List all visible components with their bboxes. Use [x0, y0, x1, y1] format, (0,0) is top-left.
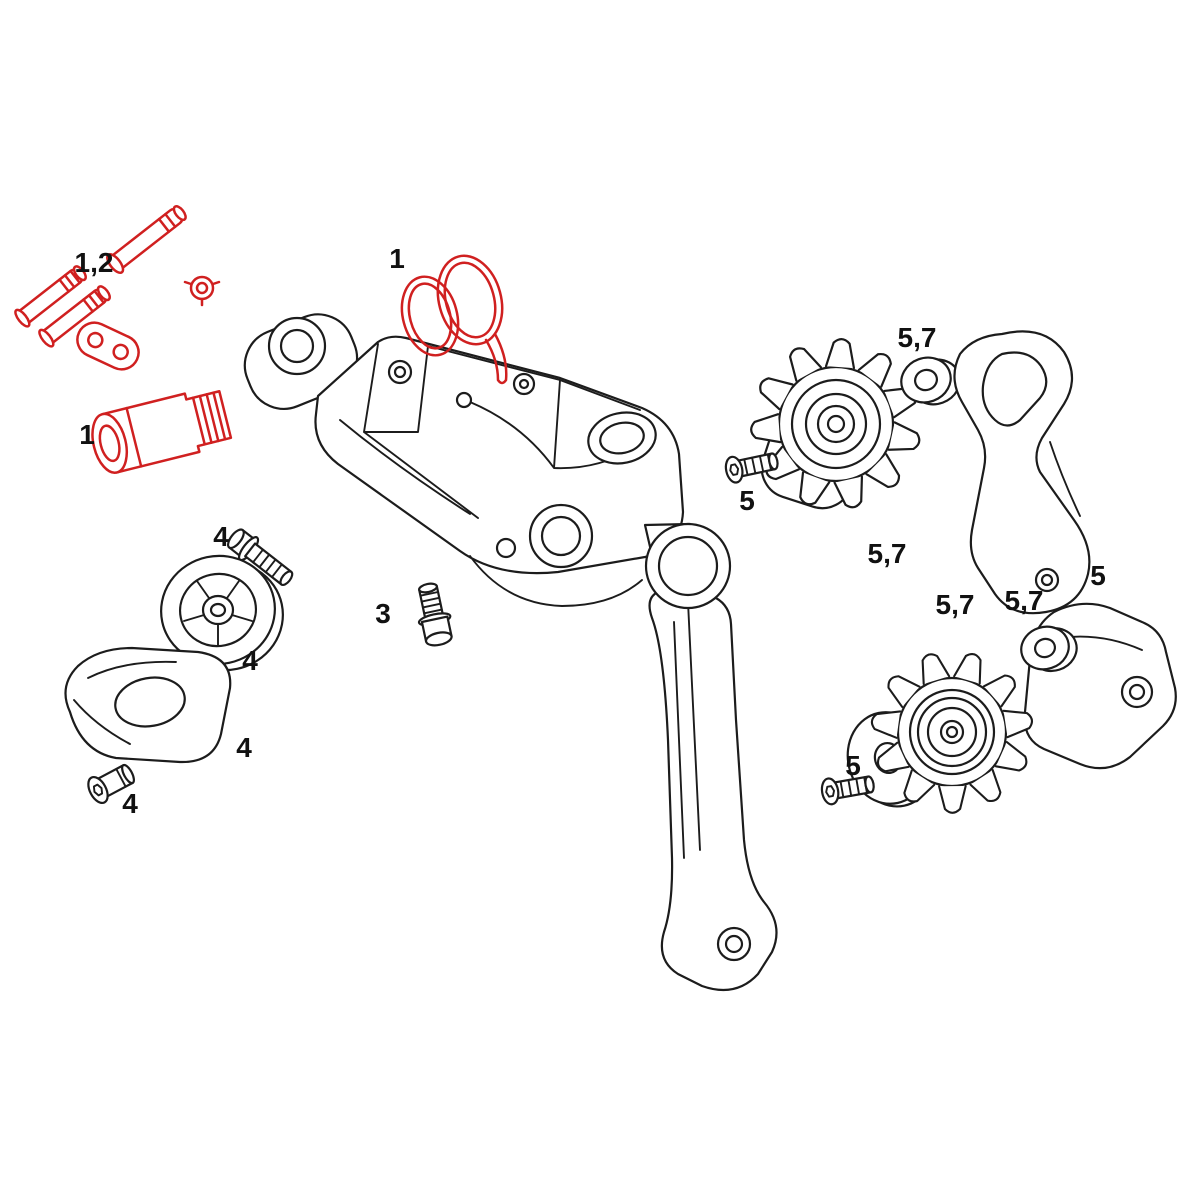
body-screw-boss	[455, 391, 473, 409]
mounting-pin-short-b	[38, 285, 111, 348]
cap-spokes	[183, 580, 253, 646]
lower-pulley-bolt	[820, 775, 875, 806]
callout-label-1-2: 1,2	[75, 247, 114, 278]
body-screw-boss-inner	[393, 365, 407, 379]
callout-label-57b: 5,7	[868, 538, 907, 569]
mounting-pin-short-a	[14, 265, 87, 328]
callout-label-1b: 1	[79, 419, 95, 450]
retaining-clip	[183, 275, 221, 307]
callout-label-5a: 5	[739, 485, 755, 516]
callout-label-57a: 5,7	[898, 322, 937, 353]
callout-label-57d: 5,7	[1005, 585, 1044, 616]
cage-cover-shell	[64, 646, 232, 764]
outer-cage-plate	[953, 330, 1091, 615]
callout-label-5b: 5	[1090, 560, 1106, 591]
cover-bolt	[87, 763, 135, 805]
callout-label-4b: 4	[242, 645, 258, 676]
cage-arm	[648, 586, 778, 992]
lower-pulley	[869, 649, 1035, 814]
callout-label-5c: 5	[845, 750, 861, 781]
limit-screw	[417, 582, 453, 647]
callout-label-3: 3	[375, 598, 391, 629]
body-screw-boss-inner	[518, 378, 530, 390]
cable-anchor-boss	[495, 537, 517, 559]
b-bolt	[91, 389, 233, 474]
callout-label-1a: 1	[389, 243, 405, 274]
spring-wire-loop	[400, 254, 508, 385]
pulley-cap-disc	[160, 554, 284, 672]
clutch-housing-curve	[469, 555, 643, 607]
cover-opening	[114, 676, 186, 728]
upper-pulley-bolt	[724, 452, 779, 484]
derailleur-body	[243, 313, 778, 992]
upper-pulley-bushing	[900, 356, 961, 406]
body-lower-boss-inner	[540, 515, 582, 557]
cage-arm-hole-inner	[724, 934, 744, 954]
callout-label-57c: 5,7	[936, 589, 975, 620]
mounting-pin-long	[106, 205, 187, 274]
body-facet-lines	[339, 343, 641, 519]
upper-pulley	[749, 337, 924, 512]
lower-pulley-bushing	[1020, 625, 1078, 673]
outer-plate-slot	[981, 351, 1048, 427]
link-plate	[76, 321, 140, 371]
callout-label-4c: 4	[236, 732, 252, 763]
callout-label-4d: 4	[122, 788, 138, 819]
p-knuckle-pivot-inner	[657, 535, 719, 597]
body-right-boss-inner	[599, 421, 645, 455]
cage-arm-ridges	[673, 601, 701, 859]
b-knuckle-boss-inner	[279, 328, 315, 364]
callout-label-4a: 4	[213, 521, 229, 552]
